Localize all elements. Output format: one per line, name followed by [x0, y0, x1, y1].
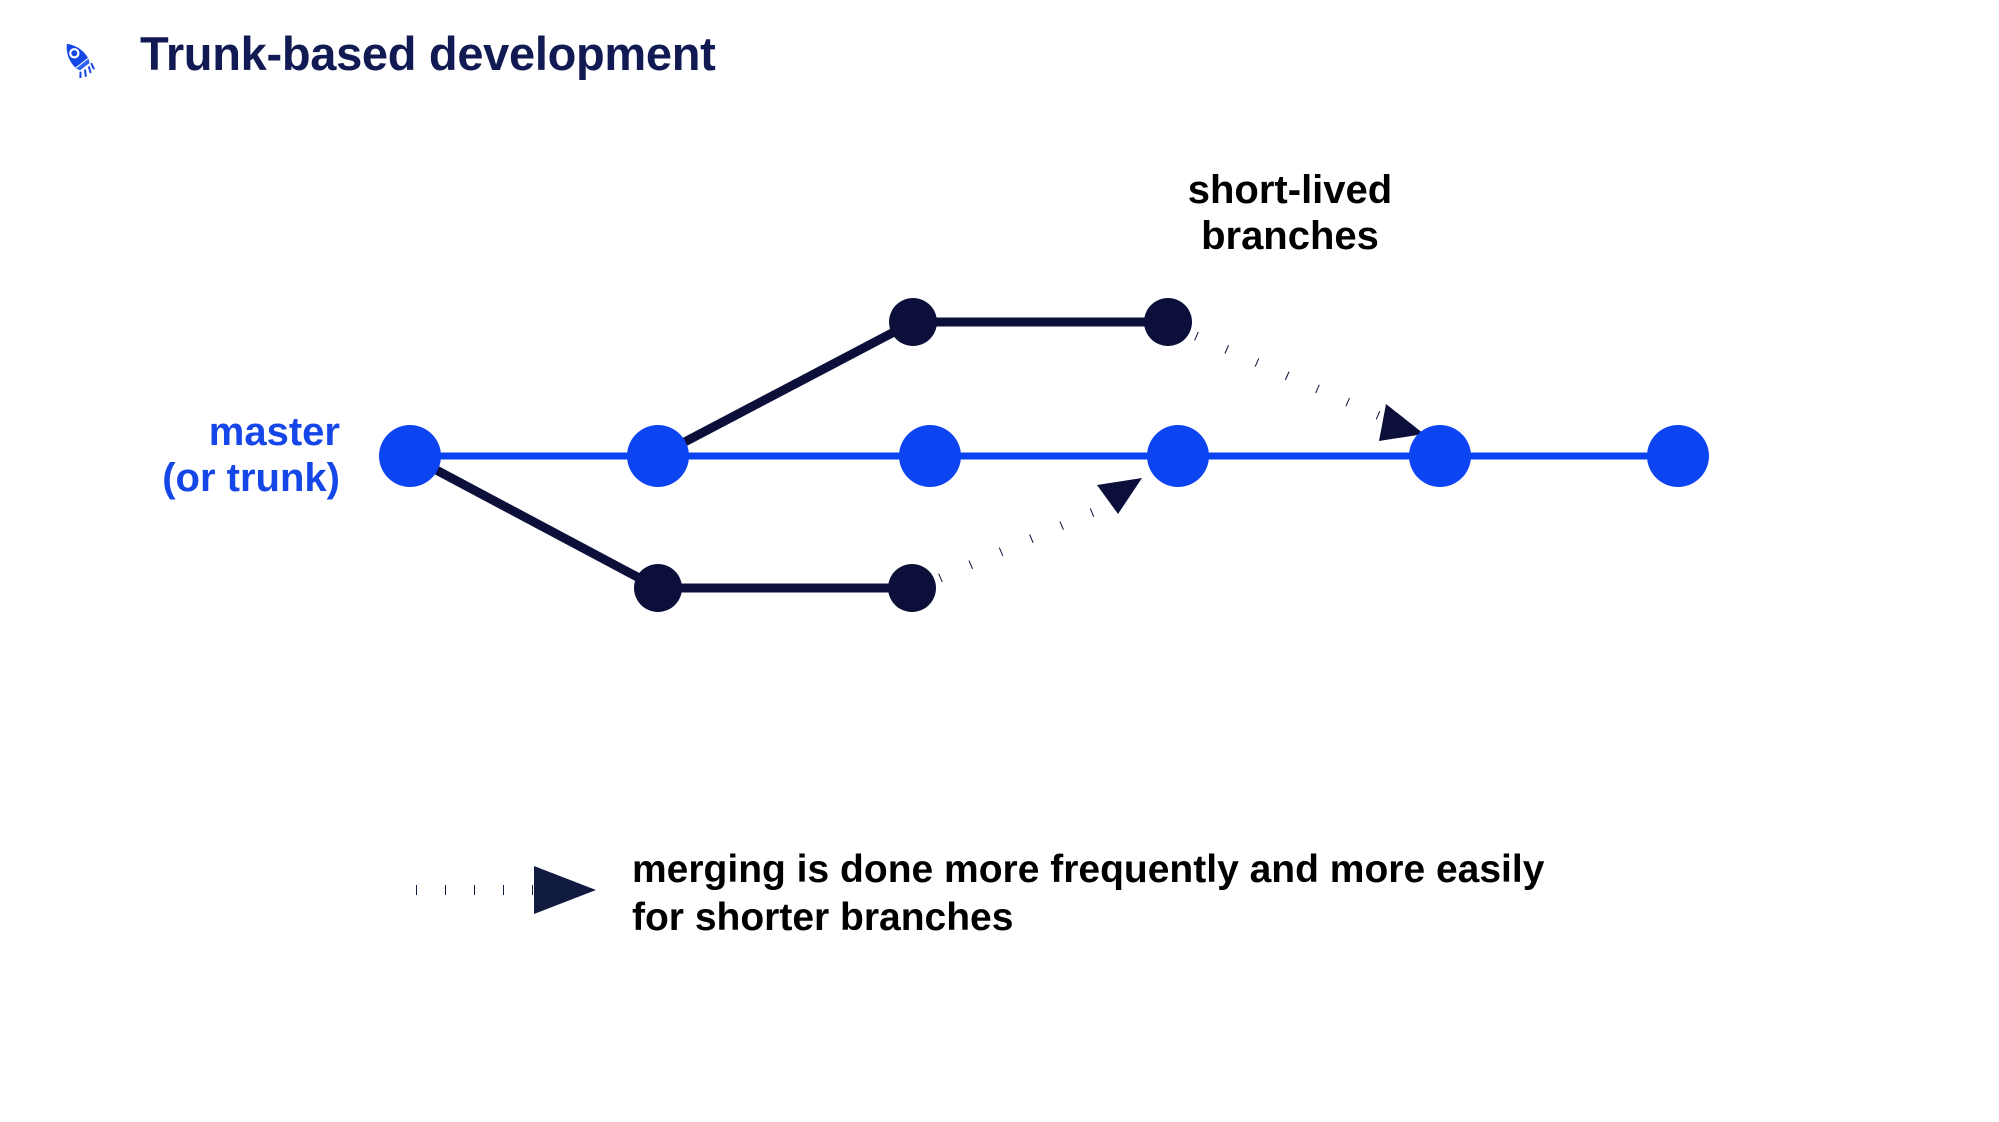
branch-nodes — [634, 298, 1192, 612]
fork-line-bottom — [405, 451, 663, 593]
branch-node-top-1 — [889, 298, 937, 346]
short-lived-branches-label: short-lived branches — [1187, 168, 1393, 258]
master-node-4 — [1147, 425, 1209, 487]
merge-arrow-top-head — [1379, 404, 1424, 441]
merge-arrow-bottom-head — [1097, 478, 1142, 514]
master-trunk-label: master (or trunk) — [162, 410, 340, 500]
legend-text: merging is done more frequently and more… — [632, 848, 1545, 939]
page-title: Trunk-based development — [140, 27, 716, 80]
master-node-2 — [627, 425, 689, 487]
master-node-1 — [379, 425, 441, 487]
master-node-6 — [1647, 425, 1709, 487]
merge-arrow-bottom-line — [938, 492, 1130, 583]
branch-node-bottom-2 — [888, 564, 936, 612]
dotted-arrow-icon — [410, 860, 610, 920]
branch-lines — [405, 317, 1173, 593]
branch-node-bottom-1 — [634, 564, 682, 612]
legend: merging is done more frequently and more… — [410, 846, 1710, 956]
master-nodes — [379, 425, 1709, 487]
merge-arrows — [938, 331, 1424, 583]
master-node-3 — [899, 425, 961, 487]
branch-node-top-2 — [1144, 298, 1192, 346]
fork-line-top — [653, 317, 918, 461]
merge-arrow-top-line — [1194, 331, 1400, 429]
header: Trunk-based development — [0, 0, 1999, 110]
rocket-icon — [58, 38, 98, 80]
master-node-5 — [1409, 425, 1471, 487]
